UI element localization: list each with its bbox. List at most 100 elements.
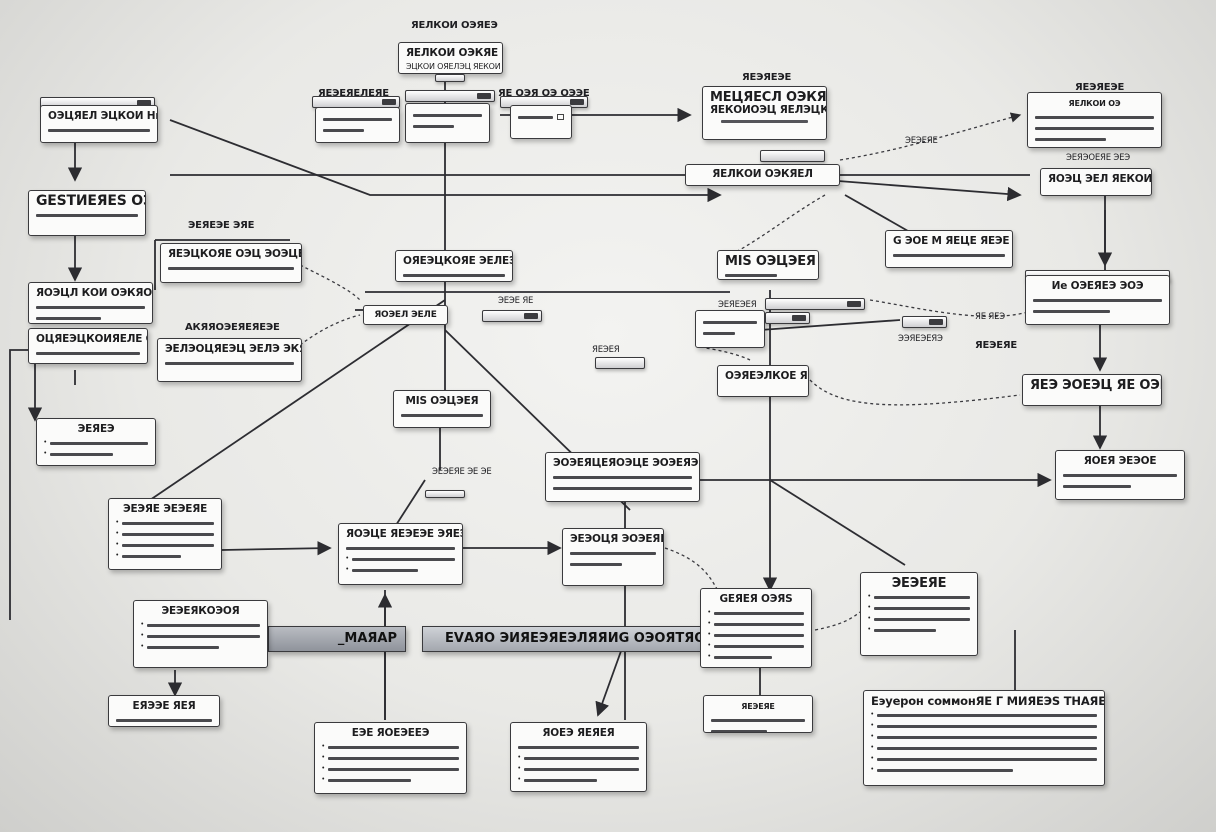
- diagram-node[interactable]: ЭЕЭЕЯЕ • • • •: [860, 572, 978, 656]
- node-title: ЯОЭЦЕ ЯЕЭЕЭЕ ЭЯЕЭЕ: [346, 528, 463, 540]
- node-caption: ЭЕЯЭОЕЯЕ ЭЕЭ: [1066, 153, 1131, 163]
- dashed-connector: [809, 379, 1021, 406]
- node-subtitle: ЭЦКОИ ОЯЕЛЭЦ ЯЕКОИ: [406, 62, 501, 71]
- diagram-node[interactable]: ЭЕЯЕЭ • •: [36, 418, 156, 466]
- tab-control[interactable]: [765, 298, 865, 310]
- tab-control[interactable]: [595, 357, 645, 369]
- node-title: ОЯЕЭЦКОЯЕ ЭЕЛЕЭКОЕ: [403, 255, 512, 267]
- diagram-node[interactable]: ЕЯЭЭЕ ЯЕЯ: [108, 695, 220, 727]
- node-title: ОЦЯЕЭЦКОИЯЕЛЕ О: [36, 333, 148, 345]
- dashed-connector: [869, 299, 1037, 318]
- node-title: МЕЦЯЕСЛ ОЭКЯЕЛЕСS: [710, 90, 827, 105]
- node-title: ЯЕЛКОИ ОЭКЯЕ Ниgеt: [406, 47, 502, 59]
- diagram-node[interactable]: ЯЕЛКОИ ОЭ: [1027, 92, 1162, 148]
- diagram-node[interactable]: ЯОЭЦ ЭЕЛ ЯЕКОИЭ: [1040, 168, 1152, 196]
- node-title: ЯЕЭЦКОЯЕ ОЭЦ ЭОЭЦЕЯКОИ: [168, 248, 301, 260]
- diagram-node[interactable]: GЕSТИЕЯЕS ОЭЛ: [28, 190, 146, 236]
- diagram-node[interactable]: ЯОЕЯ ЭЕЭОЕ: [1055, 450, 1185, 500]
- diagram-node[interactable]: [695, 310, 765, 348]
- node-title: G ЭОЕ М ЯЕЦЕ ЯЕЭЕ: [893, 235, 1010, 247]
- node-title: ЯОЭЦ ЭЕЛ ЯЕКОИЭ: [1048, 173, 1152, 185]
- diagram-node[interactable]: Ие ОЭЕЯЕЭ ЭОЭ: [1025, 275, 1170, 325]
- node-title: ЕЯЭЭЕ ЯЕЯ: [132, 700, 196, 712]
- tab-control[interactable]: [405, 90, 495, 102]
- node-tab: [435, 74, 465, 82]
- node-title: ЯЕЛКОИ ОЭ: [1068, 99, 1121, 108]
- node-title: ЯОЕЭ ЯЕЯЕЯ: [542, 727, 615, 739]
- diagram-node[interactable]: [510, 105, 572, 139]
- diagram-node[interactable]: МIS ОЭЦЭЕЯ: [393, 390, 491, 428]
- node-title: ЕЭЕ ЯОЕЭЕЕЭ: [351, 727, 430, 739]
- node-title: МIS ОЭЦЭЕЯ: [725, 254, 816, 269]
- diagram-node[interactable]: Еэуерон соммонЯЕ Г МИЯЕЭS ТНАЯЕЭS ОЭ • •…: [863, 690, 1105, 786]
- node-title: ЭЕЛЭОЦЯЕЭЦ ЭЕЛЭ ЭКЯЕЛЕОЭ: [165, 343, 301, 355]
- node-title: ОЭЦЯЕЛ ЭЦКОИ Ниоgе: [48, 110, 157, 122]
- diagram-node[interactable]: ЯОЕЭ ЯЕЯЕЯ • • •: [510, 722, 647, 792]
- node-title: ЭЕЭЕЯЕ: [891, 576, 947, 591]
- diagram-node[interactable]: GЕЯЕЯ ОЭЯS • • • • •: [700, 588, 812, 668]
- diagram-node[interactable]: ОЭЯЕЭЛКОЕ ЯЯS: [717, 365, 809, 397]
- connector-label: ЯЕЭЕЯ: [592, 345, 620, 355]
- connector: [149, 299, 446, 501]
- diagram-node[interactable]: МIS ОЭЦЭЕЯ: [717, 250, 819, 280]
- diagram-node[interactable]: ЯЕЭ ЭОЕЭЦ ЯЕ ОЭЕЯ: [1022, 374, 1162, 406]
- connector: [221, 541, 332, 556]
- tab-label: ЯЕЭЕЯЕЛЕЯЕ: [318, 88, 389, 99]
- diagram-node[interactable]: ОЯЕЭЦКОЯЕ ЭЕЛЕЭКОЕ: [395, 250, 513, 282]
- node-title: Еэуерон соммонЯЕ Г МИЯЕЭS ТНАЯЕЭS ОЭ: [871, 694, 1105, 708]
- connector-label: ЭЕЭЕ ЯЕ: [498, 296, 534, 306]
- diagram-node[interactable]: G ЭОЕ М ЯЕЦЕ ЯЕЭЕ: [885, 230, 1013, 268]
- node-title: ЯЕЛКОИ ОЭКЯЕЛ: [712, 168, 813, 180]
- diagram-node[interactable]: [315, 107, 400, 143]
- dashed-connector: [299, 264, 361, 301]
- diagram-node[interactable]: ЯЕЭЕЯЕ: [703, 695, 813, 733]
- node-title: Ие ОЭЕЯЕЭ ЭОЭ: [1051, 280, 1144, 292]
- connector-label: ЭЕЭЕЯЕ ЭЕ ЭЕ: [432, 467, 492, 477]
- node-title: ЭЕЯЕЭ: [77, 423, 115, 435]
- node-title: ОЭЯЕЭЛКОЕ ЯЯS: [725, 370, 808, 382]
- dashed-connector: [299, 314, 361, 346]
- diagram-node[interactable]: ЕЭЕ ЯОЕЭЕЕЭ • • • •: [314, 722, 467, 794]
- node-title: ЭОЭЕЯЦЕЯОЭЦЕ ЭОЭЕЯЭ: [553, 457, 699, 469]
- node-caption: ЯЕЭЯЕЭЕ: [1075, 82, 1125, 93]
- node-tab: [760, 150, 825, 162]
- diagram-node[interactable]: ЭОЭЕЯЦЕЯОЭЦЕ ЭОЭЕЯЭ: [545, 452, 700, 502]
- node-title: ЯОЕЯ ЭЕЭОЕ: [1083, 455, 1157, 467]
- dashed-connector: [729, 194, 826, 256]
- node-title: ЯОЭЦЛ КОИ ОЭКЯОЭИОЕ: [36, 287, 153, 299]
- diagram-node[interactable]: ЯОЭЦЕ ЯЕЭЕЭЕ ЭЯЕЭЕ • •: [338, 523, 463, 585]
- diagram-node[interactable]: ЯЕЛКОИ ОЭКЯЕ Ниgеt ЭЦКОИ ОЯЕЛЭЦ ЯЕКОИ: [398, 42, 503, 74]
- node-title: ЯОЭЕЛ ЭЕЛЕ: [374, 310, 437, 320]
- top-title-label: ЯЕЛКОИ ОЭЯЕЭ: [411, 20, 498, 31]
- diagram-node[interactable]: [405, 103, 490, 143]
- evacuation-bar[interactable]: ЕVАЯО ЭИЯЕЭЯЕЭЛЯЯИG ОЭОЯТЯОW В: [422, 626, 704, 652]
- connector: [759, 319, 901, 331]
- tab-control[interactable]: [765, 312, 810, 324]
- connector-label: ЭЕЭЕЯЕ: [905, 136, 938, 146]
- connector: [169, 119, 722, 203]
- diagram-node[interactable]: ЯОЭЦЛ КОИ ОЭКЯОЭИОЕ: [28, 282, 153, 324]
- diagram-node[interactable]: ЭЕЭЯЕ ЭЕЭЕЯЕ • • • •: [108, 498, 222, 570]
- diagram-node[interactable]: ОЦЯЕЭЦКОИЯЕЛЕ О: [28, 328, 148, 364]
- node-title: GЕЯЕЯ ОЭЯS: [719, 593, 793, 605]
- tab-label: ЯЕ ОЭЯ ОЭ ОЭЭЕ: [498, 88, 590, 99]
- diagram-node[interactable]: ЯЕЭЦКОЯЕ ОЭЦ ЭОЭЦЕЯКОИ: [160, 243, 302, 283]
- diagram-node[interactable]: ЯЕЛКОИ ОЭКЯЕЛ: [685, 164, 840, 186]
- node-title: МIS ОЭЦЭЕЯ: [405, 395, 479, 407]
- node-title: ЭЕЭЕЯКОЭОЯ: [161, 605, 240, 617]
- tab-control[interactable]: [902, 316, 947, 328]
- diagram-node[interactable]: ЭЕЭЕЯКОЭОЯ • • •: [133, 600, 268, 668]
- tab-control[interactable]: [425, 490, 465, 498]
- diagram-node[interactable]: ОЭЦЯЕЛ ЭЦКОИ Ниоgе: [40, 105, 158, 143]
- diagram-node[interactable]: ЭЕЛЭОЦЯЕЭЦ ЭЕЛЭ ЭКЯЕЛЕОЭ: [157, 338, 302, 382]
- map-bar[interactable]: _МАЯАР: [268, 626, 406, 652]
- connector-label: ЯЕ ЯЕЭ: [975, 312, 1005, 322]
- diagram-node[interactable]: ЭЕЭОЦЯ ЭОЭЕЯЕ: [562, 528, 664, 586]
- dashed-connector: [704, 347, 751, 361]
- node-title: GЕSТИЕЯЕS ОЭЛ: [36, 193, 145, 209]
- node-caption: АКЯЯОЭЕЯЕЯЕЭЕ: [185, 322, 280, 333]
- diagram-node[interactable]: ЯОЭЕЛ ЭЕЛЕ: [363, 305, 448, 325]
- tab-control[interactable]: [482, 310, 542, 322]
